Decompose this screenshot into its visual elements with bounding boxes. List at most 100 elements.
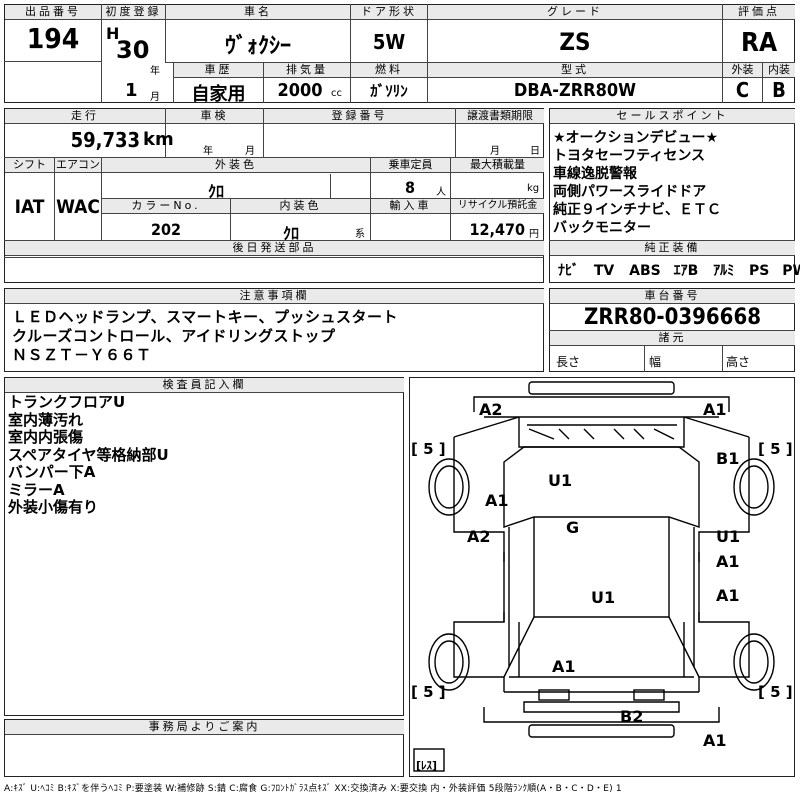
load-unit: kg [527, 183, 540, 194]
damage-label: A1 [716, 586, 740, 605]
sales-points-label: セールスポイント [550, 109, 795, 124]
length-label: 長さ [556, 355, 581, 369]
mileage-label: 走行 [5, 109, 165, 124]
equipment-item: ABS [629, 263, 661, 279]
damage-label: U1 [548, 471, 573, 490]
grade: ZS [559, 28, 591, 56]
inspection-label: 車検 [166, 109, 263, 124]
int-color-unit: 系 [355, 229, 365, 240]
equipment-list: ﾅﾋﾞ TV ABS ｴｱB ｱﾙﾐ PS PW [558, 260, 800, 280]
score-label: 評価点 [723, 5, 795, 20]
damage-label: A1 [703, 731, 727, 750]
tire-tread-rear-left: [ 5 ] [411, 683, 446, 701]
vehicle-info-block [4, 4, 795, 103]
color-no-label: カラーNo. [102, 199, 230, 214]
detail-block [4, 108, 544, 283]
inspector-line: ミラーA [8, 480, 65, 499]
reg-no-label: 登録番号 [264, 109, 455, 124]
damage-label: A1 [703, 400, 727, 419]
sales-point-item: ★オークションデビュー★ [553, 130, 719, 146]
ac-label: エアコン [55, 158, 101, 173]
displacement-unit: cc [331, 88, 342, 99]
tire-tread-front-right: [ 5 ] [758, 440, 793, 458]
sales-point-item: 車線逸脱警報 [553, 166, 637, 182]
ext-color: ｸﾛ [207, 182, 224, 201]
lot-no: 194 [26, 22, 80, 55]
damage-label: B1 [716, 449, 740, 468]
reg-year: 30 [116, 36, 150, 64]
inspector-block [4, 377, 404, 716]
ext-grade: C [735, 78, 750, 102]
office-block [4, 719, 404, 777]
damage-label: A1 [485, 491, 509, 510]
spare-tire: [ﾚｽ] [416, 759, 438, 772]
capacity-unit: 人 [436, 187, 446, 198]
insp-year-unit: 年 [203, 146, 213, 157]
notes-text: ＬＥＤヘッドランプ、スマートキー、プッシュスタート クルーズコントロール、アイド… [12, 308, 398, 365]
equipment-item: ｱﾙﾐ [713, 263, 735, 279]
insp-month-unit: 月 [245, 146, 255, 157]
equipment-item: ﾅﾋﾞ [558, 263, 579, 279]
inspector-line: バンパー下A [8, 463, 96, 481]
shift-label: シフト [5, 158, 54, 173]
inspector-line: スペアタイヤ等格納部U [8, 445, 169, 464]
sales-points-block [549, 108, 795, 283]
history: 自家用 [191, 84, 246, 105]
reg-month: 1 [125, 80, 138, 101]
equipment-item: PS [749, 263, 770, 279]
shift: IAT [14, 196, 45, 218]
tire-tread-front-left: [ 5 ] [411, 440, 446, 458]
transfer-day: 日 [530, 146, 540, 157]
damage-label: A1 [552, 657, 576, 676]
int-color-label: 内装色 [231, 199, 370, 214]
inspector-line: 外装小傷有り [8, 498, 99, 516]
capacity: 8 [404, 178, 415, 197]
ext-color-label: 外装色 [102, 158, 370, 173]
displacement-label: 排気量 [264, 63, 350, 78]
ac: WAC [56, 196, 100, 218]
score: RA [740, 28, 778, 58]
import-label: 輸入車 [371, 199, 450, 214]
fuel-label: 燃料 [351, 63, 427, 78]
notes-block [4, 288, 544, 372]
fuel: ｶﾞｿﾘﾝ [370, 82, 408, 100]
inspector-notes: トランクフロアU 室内薄汚れ 室内内張傷 スペアタイヤ等格納部U バンパー下A … [8, 393, 169, 517]
car-name: ｳﾞｫｸｼｰ [224, 34, 291, 59]
office-label: 事務局よりご案内 [5, 720, 404, 735]
int-color: ｸﾛ [282, 224, 299, 243]
sales-point-item: バックモニター [553, 220, 651, 236]
equipment-item: ｴｱB [673, 263, 699, 279]
chassis-number: ZRR80-0396668 [584, 305, 761, 330]
equipment-item: PW [782, 263, 800, 279]
damage-label: A2 [479, 400, 503, 419]
mileage: 59,733 [70, 128, 140, 152]
model: DBA-ZRR80W [513, 80, 637, 101]
recycle-unit: 円 [529, 229, 539, 240]
sales-point-item: 両側パワースライドドア [553, 184, 707, 200]
recycle-label: リサイクル預託金 [451, 199, 544, 214]
chassis-label: 車台番号 [550, 289, 795, 304]
transfer-month: 月 [490, 146, 500, 157]
mileage-unit: km [143, 129, 174, 150]
damage-label: U1 [591, 588, 616, 607]
notes-line: クルーズコントロール、アイドリングストップ [12, 327, 336, 345]
doors-label: ドア形状 [351, 5, 427, 20]
notes-line: ＬＥＤヘッドランプ、スマートキー、プッシュスタート [12, 308, 399, 326]
month-unit: 月 [150, 92, 160, 103]
transfer-label: 譲渡書類期限 [456, 109, 544, 124]
model-label: 型式 [428, 63, 722, 78]
int-grade-label: 内装 [763, 63, 795, 78]
damage-label: A2 [467, 527, 491, 546]
width-label: 幅 [649, 355, 662, 369]
notes-label: 注意事項欄 [5, 289, 544, 304]
recycle: 12,470 [469, 220, 525, 239]
damage-label: B2 [620, 707, 644, 726]
inspector-line: トランクフロアU [8, 393, 126, 411]
sales-points-list: ★オークションデビュー★ トヨタセーフティセンス 車線逸脱警報 両側パワースライ… [553, 129, 721, 237]
sales-point-item: 純正９インチナビ、ＥＴＣ [553, 202, 721, 218]
car-diagram [413, 381, 775, 772]
damage-label: A1 [716, 552, 740, 571]
car-name-label: 車名 [166, 5, 350, 20]
capacity-label: 乗車定員 [371, 158, 450, 173]
grade-label: グレード [428, 5, 722, 20]
